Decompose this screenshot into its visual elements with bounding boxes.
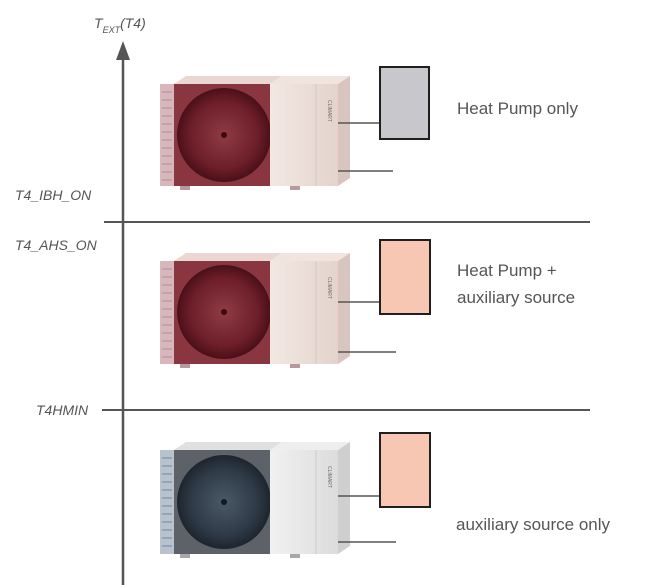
mode-auxiliary-only: CLIMART auxiliary source only (160, 432, 611, 558)
threshold-label-ahs-on: T4_AHS_ON (15, 237, 98, 253)
mode-label: Heat Pump only (457, 99, 578, 118)
mode-heat-pump-only: CLIMART Heat Pump only (160, 66, 578, 190)
mode-heat-pump-plus-auxiliary: CLIMART Heat Pump + auxiliary source (160, 239, 575, 368)
threshold-t4hmin: T4HMIN (36, 402, 590, 418)
brand-logo: CLIMART (326, 277, 332, 299)
threshold-label-t4hmin: T4HMIN (36, 402, 89, 418)
axis-arrow-icon (116, 41, 130, 60)
heat-pump-unit-red: CLIMART (160, 76, 350, 190)
heat-pump-unit-grey: CLIMART (160, 442, 350, 558)
mode-label-line1: Heat Pump + (457, 261, 557, 280)
axis-label: TEXT(T4) (94, 15, 146, 35)
mode-label-line2: auxiliary source (457, 288, 575, 307)
mode-label: auxiliary source only (456, 515, 611, 534)
brand-logo: CLIMART (326, 466, 332, 488)
temperature-axis: TEXT(T4) (94, 15, 146, 585)
mode-indicator-box (379, 432, 431, 508)
heat-pump-unit-red: CLIMART (160, 253, 350, 368)
mode-indicator-box (379, 239, 431, 315)
mode-indicator-box (379, 66, 430, 140)
brand-logo: CLIMART (326, 100, 332, 122)
threshold-label-ibh-on: T4_IBH_ON (15, 187, 92, 203)
threshold-ibh-on: T4_IBH_ON T4_AHS_ON (15, 187, 590, 253)
